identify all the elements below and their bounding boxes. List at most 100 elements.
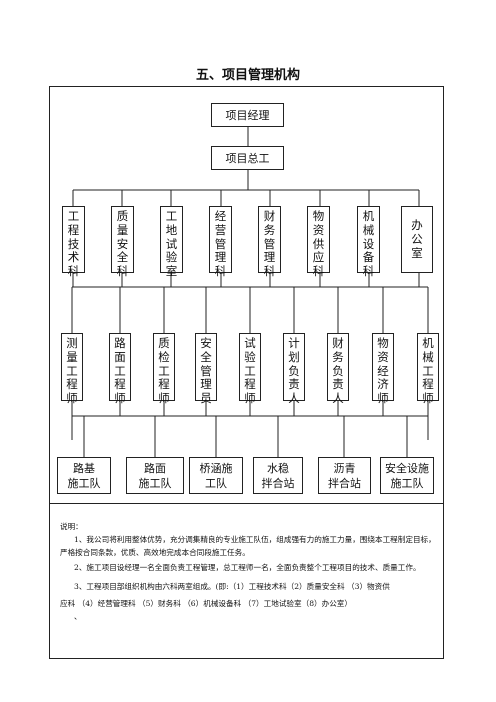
eng-char: 质: [158, 336, 170, 350]
engineer-box: 安全管理员: [195, 333, 217, 405]
dept-char: 科: [312, 264, 325, 279]
engineer-box: 路面工程师: [109, 333, 131, 405]
notes-label: 说明：: [60, 522, 83, 531]
team-box: 安全设施 施工队: [380, 457, 434, 494]
team-line: 施工队: [390, 476, 424, 490]
dept-char: 设: [362, 236, 375, 251]
dept-char: 程: [67, 222, 80, 237]
dept-char: 术: [67, 250, 80, 265]
team-line: 桥涵施: [199, 461, 233, 475]
notes-frame: [49, 503, 444, 659]
eng-char: 师: [377, 391, 389, 406]
dept-char: 试: [165, 236, 178, 251]
dept-char: 管: [214, 236, 227, 251]
dept-char: 管: [263, 236, 276, 251]
dept-char: 科: [116, 264, 129, 279]
note-1: 1、我公司将利用整体优势，充分调集精良的专业施工队伍，组成强有力的施工力量，围绕…: [60, 535, 436, 557]
eng-char: 安: [200, 336, 212, 350]
dept-char: 务: [263, 222, 276, 237]
dept-char: 资: [312, 222, 325, 237]
eng-char: 程: [66, 377, 78, 392]
eng-char: 济: [377, 377, 389, 392]
eng-char: 人: [288, 391, 300, 406]
eng-char: 路: [114, 336, 126, 350]
dept-char: 财: [263, 209, 276, 223]
eng-char: 工: [114, 363, 126, 378]
eng-char: 师: [244, 391, 256, 406]
dept-char: 应: [312, 250, 325, 265]
note-tail: 、: [74, 612, 82, 621]
dept-box: 工程技术科: [62, 206, 85, 278]
eng-char: 工: [66, 363, 78, 378]
team-line: 拌合站: [328, 476, 361, 490]
note-3a: 3、工程项目部组织机构由六科两室组成。(即:（1）工程技术科（2）质量安全科 （…: [74, 582, 390, 591]
dept-char: 经: [214, 209, 227, 223]
eng-char: 工: [244, 363, 256, 378]
dept-box: 质量安全科: [111, 206, 134, 278]
eng-char: 工: [422, 363, 434, 378]
eng-char: 检: [158, 349, 170, 364]
dept-char: 验: [165, 250, 178, 265]
team-box: 路面 施工队: [126, 457, 184, 494]
eng-char: 师: [114, 391, 126, 406]
eng-char: 械: [422, 349, 434, 364]
chief-engineer-box: 项目总工: [211, 146, 284, 170]
team-line: 沥青: [333, 461, 356, 475]
eng-char: 计: [288, 336, 300, 350]
team-line: 水稳: [267, 461, 289, 475]
notes: 说明： 1、我公司将利用整体优势，充分调集精良的专业施工队伍，组成强有力的施工力…: [60, 520, 438, 623]
engineer-box: 物资经济师: [372, 333, 394, 405]
eng-char: 管: [200, 363, 212, 378]
dept-char: 量: [116, 222, 129, 237]
engineer-box: 财务负责人: [327, 333, 349, 405]
dept-box: 办公室: [401, 206, 433, 273]
eng-char: 程: [158, 377, 170, 392]
dept-char: 理: [214, 250, 227, 265]
eng-char: 全: [200, 349, 212, 364]
eng-char: 物: [377, 336, 389, 350]
eng-char: 测: [66, 336, 78, 350]
team-line: 拌合站: [261, 476, 295, 490]
dept-box: 物资供应科: [307, 206, 330, 278]
eng-char: 师: [66, 391, 78, 406]
dept-char: 公: [411, 231, 423, 246]
page-title: 五、项目管理机构: [195, 68, 300, 83]
eng-char: 员: [200, 391, 212, 406]
eng-char: 量: [66, 349, 78, 364]
project-manager-box: 项目经理: [211, 103, 284, 127]
team-box: 水稳 拌合站: [253, 457, 303, 494]
engineer-box: 试验工程师: [239, 333, 261, 405]
dept-char: 技: [67, 236, 80, 251]
dept-char: 械: [362, 222, 375, 237]
eng-char: 师: [158, 391, 170, 406]
dept-char: 办: [411, 218, 423, 232]
engineer-box: 测量工程师: [61, 333, 83, 405]
dept-char: 科: [67, 264, 80, 279]
dept-char: 供: [312, 236, 325, 251]
dept-char: 科: [362, 264, 375, 279]
dept-char: 备: [362, 250, 375, 265]
eng-char: 程: [422, 377, 434, 392]
dept-char: 科: [263, 264, 276, 279]
eng-char: 机: [422, 336, 434, 350]
dept-char: 室: [411, 245, 423, 260]
eng-char: 经: [377, 363, 389, 378]
eng-char: 负: [332, 363, 344, 378]
team-line: 施工队: [67, 476, 101, 490]
dept-char: 全: [116, 250, 129, 265]
dept-char: 工: [165, 209, 178, 223]
eng-char: 程: [114, 377, 126, 392]
team-box: 桥涵施 工队: [189, 457, 243, 494]
eng-char: 务: [332, 349, 344, 364]
dept-char: 地: [165, 222, 178, 237]
engineer-box: 机械工程师: [417, 333, 439, 405]
dept-char: 物: [312, 209, 325, 223]
org-chart-frame: [49, 86, 444, 504]
eng-char: 划: [288, 349, 300, 364]
note-2: 2、施工项目设经理一名全面负责工程管理，总工程师一名，全面负责整个工程项目的技术…: [74, 563, 421, 572]
eng-char: 验: [244, 349, 256, 364]
eng-char: 面: [114, 349, 126, 364]
dept-box: 经营管理科: [209, 206, 232, 278]
team-line: 路基: [73, 461, 95, 475]
